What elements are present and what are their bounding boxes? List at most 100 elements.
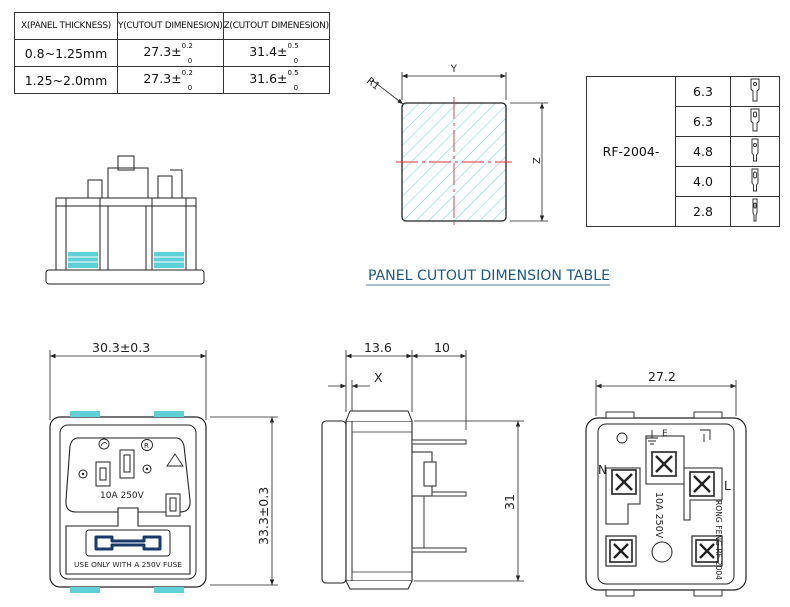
- terminal-cross-icon: [613, 543, 629, 559]
- tol-upper: 0.2: [181, 42, 193, 51]
- latch-cyan: [154, 252, 184, 268]
- terminal-tab-icon: [730, 76, 780, 107]
- pin-right: [169, 497, 177, 512]
- tol-upper: 0.2: [181, 69, 193, 78]
- label-l: L: [724, 479, 731, 493]
- value: 31.6: [249, 71, 278, 87]
- top-side-slot: [151, 197, 187, 271]
- cutout-title: PANEL CUTOUT DIMENSION TABLE: [368, 268, 610, 284]
- latch-cyan: [70, 587, 100, 593]
- cert-mark-icon: [100, 442, 108, 447]
- table-row: RF-2004- 6.3: [586, 76, 780, 227]
- side-latch-top: [345, 410, 413, 422]
- top-boss: [107, 167, 149, 199]
- pin-center: [123, 454, 131, 473]
- latch-cyan: [154, 411, 184, 417]
- top-pin: [117, 155, 135, 171]
- tolerance-sign: ±: [171, 71, 182, 87]
- latch-cyan: [605, 589, 635, 597]
- tolerance-sign: ±: [171, 44, 182, 60]
- side-terminal: [411, 547, 467, 553]
- terminal-tab-icon: [730, 166, 780, 197]
- panel-cutout-view: Y Z R1 PANEL CUTOUT DIMENSION TABLE: [364, 64, 610, 286]
- latch-cyan: [693, 589, 723, 597]
- label-y: Y: [450, 64, 458, 75]
- rivet-circle: [651, 541, 673, 563]
- back-width-dimension: 27.2: [648, 369, 676, 384]
- terminal-size: 6.3: [675, 106, 731, 137]
- cell-z: 31.4±0.5 0: [222, 39, 330, 67]
- cutout-dimension-table: X(PANEL THICKNESS) Y(CUTOUT DIMENESION) …: [14, 12, 330, 94]
- table-row: 6.3: [587, 106, 780, 137]
- tol-lower: 0: [293, 83, 299, 92]
- side-front-flange: [321, 420, 347, 584]
- top-pin: [87, 179, 103, 199]
- cert-mark-icon: [141, 439, 153, 451]
- terminal-size: 4.0: [675, 166, 731, 197]
- terminal-cross-icon: [693, 475, 711, 493]
- cert-mark-icon: R: [144, 442, 149, 450]
- cell-x: 1.25~2.0mm: [14, 66, 118, 94]
- front-rating: 10A 250V: [100, 491, 145, 501]
- front-height-dimension: 33.3±0.3: [256, 487, 271, 545]
- tolerance-sign: ±: [277, 44, 288, 60]
- latch-cyan: [68, 252, 98, 268]
- side-dim-x: X: [374, 370, 383, 385]
- front-view: 30.3±0.3 33.3±0.3 R 10A 250V: [49, 340, 278, 593]
- side-latch-bottom: [345, 580, 413, 590]
- pin-left: [99, 467, 107, 481]
- warning-triangle-icon: [166, 453, 184, 467]
- side-rear-block: [423, 461, 437, 487]
- tolerance-sign: ±: [277, 71, 288, 87]
- terminal-cross-icon: [699, 543, 715, 559]
- side-body: [345, 420, 413, 582]
- table-row: 4.0: [587, 166, 780, 197]
- side-inner-line: [351, 431, 413, 573]
- terminal-size-table: RF-2004- 6.3 6.3 4.8 4.0 2.8: [586, 76, 780, 227]
- terminal-cross-icon: [615, 473, 633, 491]
- symbol-dot-inner: [81, 472, 85, 476]
- latch-cyan: [154, 587, 184, 593]
- radius-leader: [371, 79, 404, 105]
- terminal-tab-icon: [730, 196, 780, 227]
- terminal-cross-icon: [655, 455, 673, 473]
- side-terminal: [411, 439, 467, 445]
- back-inner-frame: [597, 423, 735, 585]
- side-view: 13.6 10 X 31: [321, 340, 524, 590]
- cert-mark-icon: [700, 429, 711, 442]
- top-side-slot: [65, 197, 101, 271]
- cert-mark-icon: [616, 432, 628, 444]
- table-row: 4.8: [587, 136, 780, 167]
- latch-cyan: [605, 411, 635, 419]
- model-code: RF-2004-: [586, 76, 676, 227]
- symbol-dot-inner: [145, 467, 149, 471]
- ground-symbol-icon: [646, 430, 658, 445]
- fuse-warning-text: USE ONLY WITH A 250V FUSE: [74, 560, 182, 569]
- top-flange: [45, 269, 205, 285]
- table-row: 0.8~1.25mm 27.3±0.20 31.4±0.50: [14, 39, 330, 67]
- tol-upper: 0.5: [287, 69, 299, 78]
- side-terminal: [431, 491, 467, 497]
- side-dim-10: 10: [434, 340, 450, 355]
- cell-z: 31.6±0.5 0: [222, 66, 330, 94]
- latch-cyan: [70, 411, 100, 417]
- front-inner-frame: [59, 424, 197, 580]
- tol-lower: 0: [187, 56, 193, 65]
- side-dim-31: 31: [502, 494, 517, 510]
- side-dim-136: 13.6: [364, 340, 392, 355]
- top-pin: [157, 175, 173, 199]
- terminal-size: 4.8: [675, 136, 731, 167]
- fuse-window: [85, 529, 171, 557]
- back-brand-text: RONG FENG RF-2004: [714, 500, 723, 580]
- back-rating: 10A 250V: [653, 492, 664, 539]
- label-z: Z: [532, 157, 543, 164]
- tol-lower: 0: [293, 56, 299, 65]
- tol-lower: 0: [187, 83, 193, 92]
- tol-upper: 0.5: [287, 42, 299, 51]
- value: 27.3: [143, 71, 172, 87]
- table-row: 1.25~2.0mm 27.3±0.20 31.6±0.50: [14, 66, 330, 94]
- value: 31.4: [249, 44, 278, 60]
- latch-cyan: [693, 411, 723, 419]
- terminal-size: 2.8: [675, 196, 731, 227]
